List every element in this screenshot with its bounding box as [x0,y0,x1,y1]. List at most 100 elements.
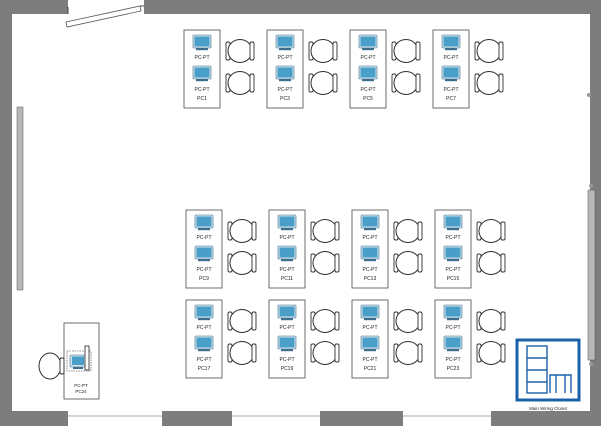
pc-model-label: PC-PT [363,357,378,363]
pc-name-label: PC15 [447,276,460,282]
pc-icon-lower[interactable] [443,245,463,262]
pc-name-label: PC23 [447,366,460,372]
pc-model-label: PC-PT [280,267,295,273]
pc-icon-lower[interactable] [277,335,297,352]
desk-group: PC-PT PC-PT PC21 [351,299,423,379]
chair [308,39,338,63]
pc-icon-lower[interactable] [194,245,214,262]
pc-icon-lower[interactable] [192,65,212,82]
pc-name-label: PC7 [446,96,456,102]
chair [225,71,255,95]
pc-name-label: PC21 [364,366,377,372]
closet-label: Main Wiring Closet [529,406,568,411]
chair [225,39,255,63]
chair [476,309,506,333]
chair [474,71,504,95]
pc-name-label: PC13 [364,276,377,282]
pc-name-label: PC17 [198,366,211,372]
wall-top-left [0,0,68,14]
corner-workstation: PC-PT PC24 [38,322,100,400]
chair [393,309,423,333]
wall-bottom-b [162,411,232,426]
pc-model-label: PC-PT [195,87,210,93]
pc-model-label: PC-PT [197,267,212,273]
chair [227,341,257,365]
wall-bottom-a [0,411,68,426]
door-top[interactable] [65,5,144,28]
corner-pc-model-label: PC-PT [74,383,88,388]
wall-bottom-d [491,411,601,426]
pc-model-label: PC-PT [363,325,378,331]
pc-icon-upper[interactable] [192,34,212,51]
wall-right [590,0,601,426]
windows [16,93,596,417]
pc-icon-upper[interactable] [194,304,214,321]
chair [476,341,506,365]
pc-icon-upper[interactable] [277,214,297,231]
pc-model-label: PC-PT [280,325,295,331]
chair [393,219,423,243]
pc-name-label: PC19 [281,366,294,372]
pc-icon-upper[interactable] [277,304,297,321]
chair [476,219,506,243]
pc-model-label: PC-PT [278,87,293,93]
pc-icon-lower[interactable] [443,335,463,352]
pc-model-label: PC-PT [363,267,378,273]
desk-group: PC-PT PC-PT PC9 [185,209,257,289]
pc-icon-upper[interactable] [443,304,463,321]
desk-groups: PC-PTPC-PTPC1PC-PTPC-PTPC3PC-PTPC-PTPC5P… [183,29,506,379]
pc-icon-lower[interactable] [277,245,297,262]
closet-frame [515,338,581,402]
pc-icon-lower[interactable] [441,65,461,82]
window-right [587,189,596,361]
window-right-knob-b [589,362,593,366]
pc-icon-lower[interactable] [360,245,380,262]
chair [227,251,257,275]
chair [393,341,423,365]
pc-icon-lower[interactable] [275,65,295,82]
pc-model-label: PC-PT [280,235,295,241]
corner-chair [38,352,65,380]
pc-icon-lower[interactable] [360,335,380,352]
pc-icon-upper[interactable] [443,214,463,231]
chair [393,251,423,275]
pc-icon-upper[interactable] [360,214,380,231]
pc-model-label: PC-PT [197,357,212,363]
pc-icon-upper[interactable] [194,214,214,231]
door-panel[interactable] [65,5,142,28]
wall-left [0,0,12,426]
pc-icon-upper[interactable] [275,34,295,51]
pc-model-label: PC-PT [444,87,459,93]
pc-name-label: PC9 [199,276,209,282]
pc-icon-lower[interactable] [358,65,378,82]
chair [476,251,506,275]
pc-model-label: PC-PT [361,55,376,61]
closet-icon [526,345,572,394]
desk-group: PC-PT PC-PT PC17 [185,299,257,379]
pc-icon-upper[interactable] [441,34,461,51]
pc-icon-upper[interactable] [358,34,378,51]
pc-model-label: PC-PT [278,55,293,61]
chair [227,219,257,243]
pc-model-label: PC-PT [446,235,461,241]
main-wiring-closet[interactable]: Main Wiring Closet [515,338,581,411]
pc-icon-upper[interactable] [360,304,380,321]
chair [310,309,340,333]
corner-pc[interactable] [66,345,92,372]
chair [310,219,340,243]
pc-model-label: PC-PT [446,325,461,331]
chair [310,251,340,275]
pc-model-label: PC-PT [197,325,212,331]
pc-name-label: PC5 [363,96,373,102]
pc-model-label: PC-PT [197,235,212,241]
window-right-knob-a [589,184,593,188]
pc-icon-lower[interactable] [194,335,214,352]
pc-model-label: PC-PT [361,87,376,93]
chair [227,309,257,333]
